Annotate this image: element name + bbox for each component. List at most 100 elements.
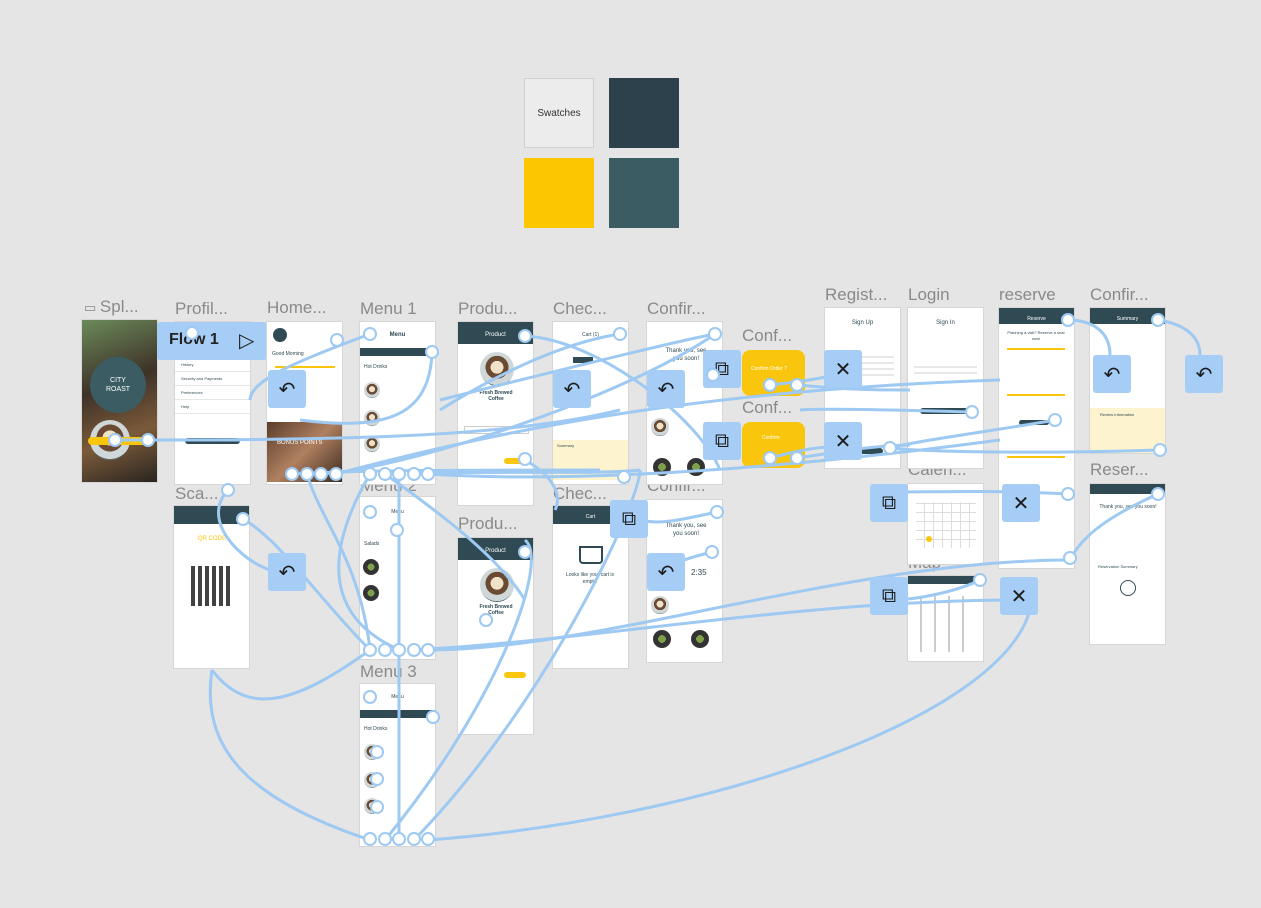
connection-handle[interactable] bbox=[763, 378, 777, 392]
connection-handle[interactable] bbox=[390, 523, 404, 537]
connection-handle[interactable] bbox=[300, 467, 314, 481]
connection-handle[interactable] bbox=[363, 832, 377, 846]
connection-handle[interactable] bbox=[363, 467, 377, 481]
connection-handle[interactable] bbox=[392, 832, 406, 846]
frame-title-login[interactable]: Login bbox=[908, 285, 950, 304]
calendar-grid[interactable] bbox=[916, 502, 976, 548]
connection-handle[interactable] bbox=[763, 451, 777, 465]
confirm2-rec-image[interactable] bbox=[691, 630, 709, 648]
frame-title-home[interactable]: Home... bbox=[267, 298, 327, 317]
calendar-selected-day[interactable] bbox=[926, 536, 932, 542]
frame-reserve[interactable]: Reserve Planning a visit? Reserve a seat… bbox=[999, 308, 1074, 568]
connection-handle[interactable] bbox=[141, 433, 155, 447]
connection-handle[interactable] bbox=[1061, 487, 1075, 501]
back-action-icon[interactable]: ↶ bbox=[1093, 355, 1131, 393]
checkout1-toggle[interactable] bbox=[573, 357, 593, 363]
profile-item-security[interactable]: Security and Payments bbox=[175, 372, 250, 386]
frame-title-product1[interactable]: Produ... bbox=[458, 299, 518, 318]
connection-handle[interactable] bbox=[285, 467, 299, 481]
swatch-yellow[interactable] bbox=[524, 158, 594, 228]
connection-handle[interactable] bbox=[1151, 487, 1165, 501]
connection-handle[interactable] bbox=[329, 467, 343, 481]
profile-item-help[interactable]: Help bbox=[175, 400, 250, 414]
frame-menu3[interactable]: Menu Hot Drinks bbox=[360, 684, 435, 846]
connection-handle[interactable] bbox=[425, 345, 439, 359]
frame-product2[interactable]: Product Fresh Brewed Coffee bbox=[458, 538, 533, 734]
connection-handle[interactable] bbox=[426, 710, 440, 724]
product2-add-button[interactable] bbox=[504, 672, 526, 678]
frame-menu1[interactable]: Menu Hot Drinks bbox=[360, 322, 435, 484]
frame-title-conf-a[interactable]: Conf... bbox=[742, 326, 793, 345]
connection-handle[interactable] bbox=[392, 467, 406, 481]
connection-handle[interactable] bbox=[378, 832, 392, 846]
frame-splash[interactable]: CITY ROAST bbox=[82, 320, 157, 482]
connection-handle[interactable] bbox=[407, 643, 421, 657]
frame-title-splash[interactable]: ▭ Spl... bbox=[84, 297, 139, 316]
frame-title-reserv-summary[interactable]: Reser... bbox=[1090, 460, 1149, 479]
overlay-action-icon[interactable]: ⧉ bbox=[870, 484, 908, 522]
play-icon[interactable]: ▷ bbox=[239, 330, 255, 352]
frame-product1[interactable]: Product Fresh Brewed Coffee bbox=[458, 322, 533, 505]
connection-handle[interactable] bbox=[518, 452, 532, 466]
frame-map[interactable] bbox=[908, 576, 983, 661]
connection-handle[interactable] bbox=[378, 467, 392, 481]
confirm1-rec-image[interactable] bbox=[687, 458, 705, 476]
swatches-label-tile[interactable]: Swatches bbox=[524, 78, 594, 148]
back-action-icon[interactable]: ↶ bbox=[268, 370, 306, 408]
swatch-dark[interactable] bbox=[609, 78, 679, 148]
back-action-icon[interactable]: ↶ bbox=[647, 370, 685, 408]
menu1-item-image[interactable] bbox=[364, 410, 380, 426]
menu2-item-image[interactable] bbox=[363, 585, 379, 601]
profile-item-history[interactable]: History bbox=[175, 358, 250, 372]
connection-handle[interactable] bbox=[708, 327, 722, 341]
back-action-icon[interactable]: ↶ bbox=[553, 370, 591, 408]
frame-title-profile[interactable]: Profil... bbox=[175, 299, 228, 318]
frame-title-menu1[interactable]: Menu 1 bbox=[360, 299, 417, 318]
frame-calendar[interactable] bbox=[908, 484, 983, 564]
confirm2-rec-image[interactable] bbox=[653, 630, 671, 648]
menu1-item-image[interactable] bbox=[364, 436, 380, 452]
seat-map[interactable] bbox=[914, 596, 976, 652]
frame-title-reserve[interactable]: reserve bbox=[999, 285, 1056, 304]
home-avatar[interactable] bbox=[273, 328, 287, 342]
product1-size-options[interactable] bbox=[464, 426, 529, 434]
connection-handle[interactable] bbox=[407, 832, 421, 846]
frame-title-checkout1[interactable]: Chec... bbox=[553, 299, 607, 318]
menu3-tabs[interactable] bbox=[360, 710, 435, 718]
connection-handle[interactable] bbox=[363, 643, 377, 657]
connection-handle[interactable] bbox=[710, 505, 724, 519]
frame-title-scan[interactable]: Sca... bbox=[175, 484, 219, 503]
menu2-item-image[interactable] bbox=[363, 559, 379, 575]
profile-logout-bar[interactable] bbox=[185, 438, 240, 444]
connection-handle[interactable] bbox=[965, 405, 979, 419]
connection-handle[interactable] bbox=[108, 433, 122, 447]
close-action-icon[interactable]: ✕ bbox=[1002, 484, 1040, 522]
back-action-icon[interactable]: ↶ bbox=[647, 553, 685, 591]
connection-handle[interactable] bbox=[518, 545, 532, 559]
overlay-action-icon[interactable]: ⧉ bbox=[610, 500, 648, 538]
connection-handle[interactable] bbox=[790, 451, 804, 465]
frame-title-menu3[interactable]: Menu 3 bbox=[360, 662, 417, 681]
frame-title-confirm-res[interactable]: Confir... bbox=[1090, 285, 1149, 304]
overlay-action-icon[interactable]: ⧉ bbox=[703, 422, 741, 460]
close-action-icon[interactable]: ✕ bbox=[1000, 577, 1038, 615]
back-action-icon[interactable]: ↶ bbox=[268, 553, 306, 591]
reserve-time-button[interactable] bbox=[1019, 420, 1049, 425]
frame-title-confirm1[interactable]: Confir... bbox=[647, 299, 706, 318]
frame-title-register[interactable]: Regist... bbox=[825, 285, 888, 304]
profile-item-preferences[interactable]: Preferences bbox=[175, 386, 250, 400]
connection-handle[interactable] bbox=[330, 333, 344, 347]
connection-handle[interactable] bbox=[613, 327, 627, 341]
frame-title-checkout2[interactable]: Chec... bbox=[553, 484, 607, 503]
back-action-icon[interactable]: ↶ bbox=[1185, 355, 1223, 393]
menu1-item-image[interactable] bbox=[364, 382, 380, 398]
connection-handle[interactable] bbox=[370, 800, 384, 814]
connection-handle[interactable] bbox=[518, 329, 532, 343]
connection-handle[interactable] bbox=[221, 483, 235, 497]
connection-handle[interactable] bbox=[421, 832, 435, 846]
connection-handle[interactable] bbox=[236, 512, 250, 526]
menu1-tabs[interactable] bbox=[360, 348, 435, 356]
connection-handle[interactable] bbox=[1153, 443, 1167, 457]
connection-handle[interactable] bbox=[479, 613, 493, 627]
connection-handle[interactable] bbox=[370, 772, 384, 786]
